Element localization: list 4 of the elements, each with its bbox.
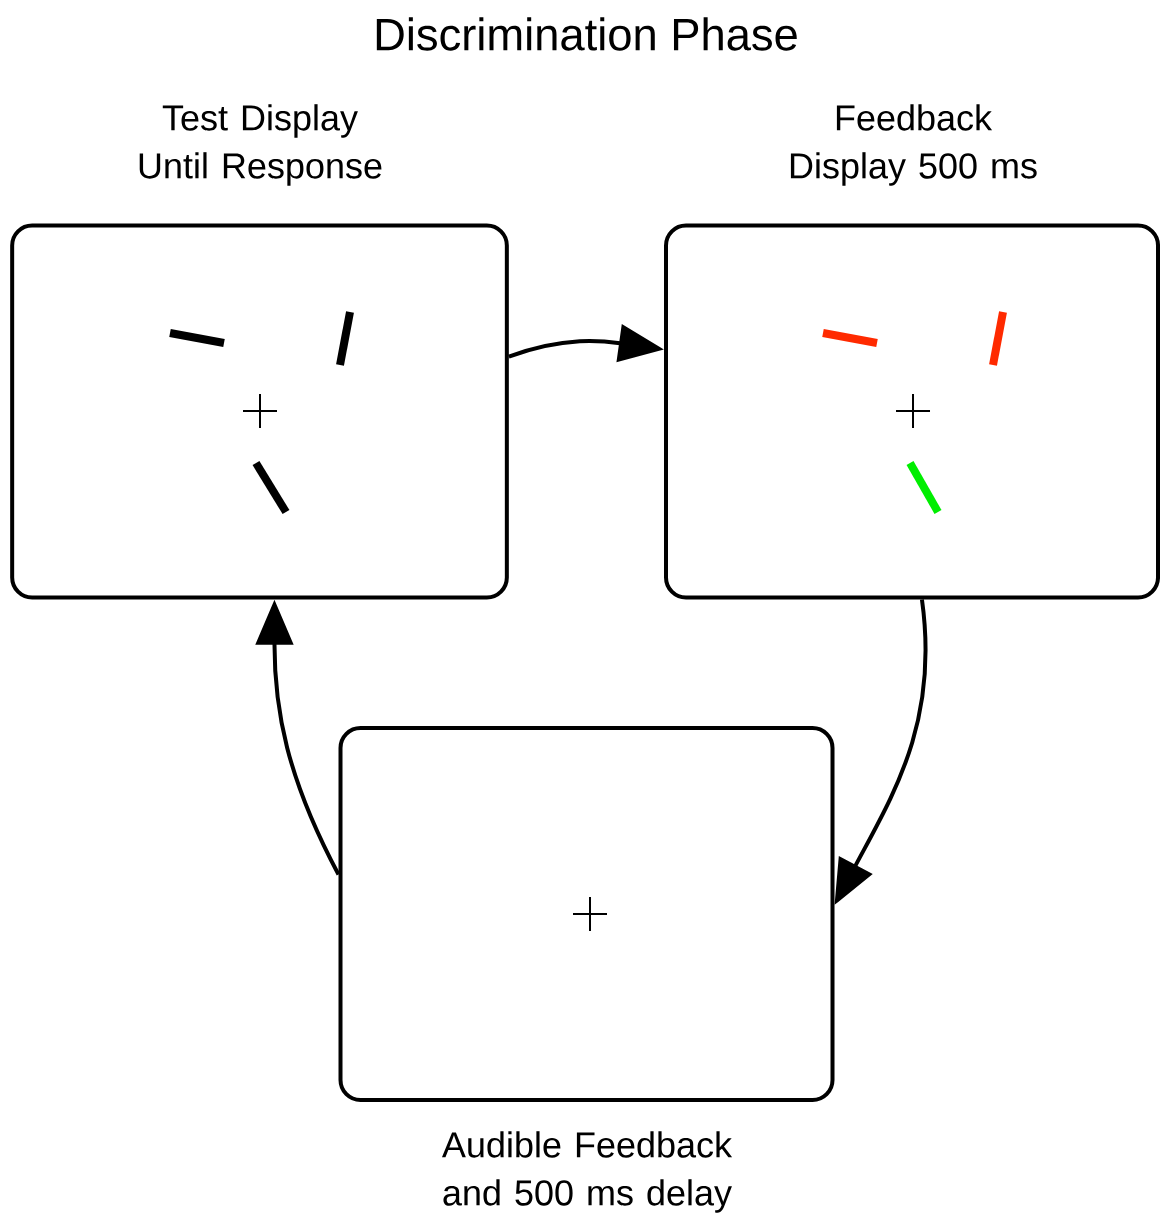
screen-caption: Audible Feedback and 500 ms delay [441, 1131, 733, 1213]
screen-caption: Test Display Until Response [139, 104, 382, 186]
screen-caption: Feedback Display 500 ms [790, 104, 1037, 186]
title: Discrimination Phase [376, 17, 797, 51]
